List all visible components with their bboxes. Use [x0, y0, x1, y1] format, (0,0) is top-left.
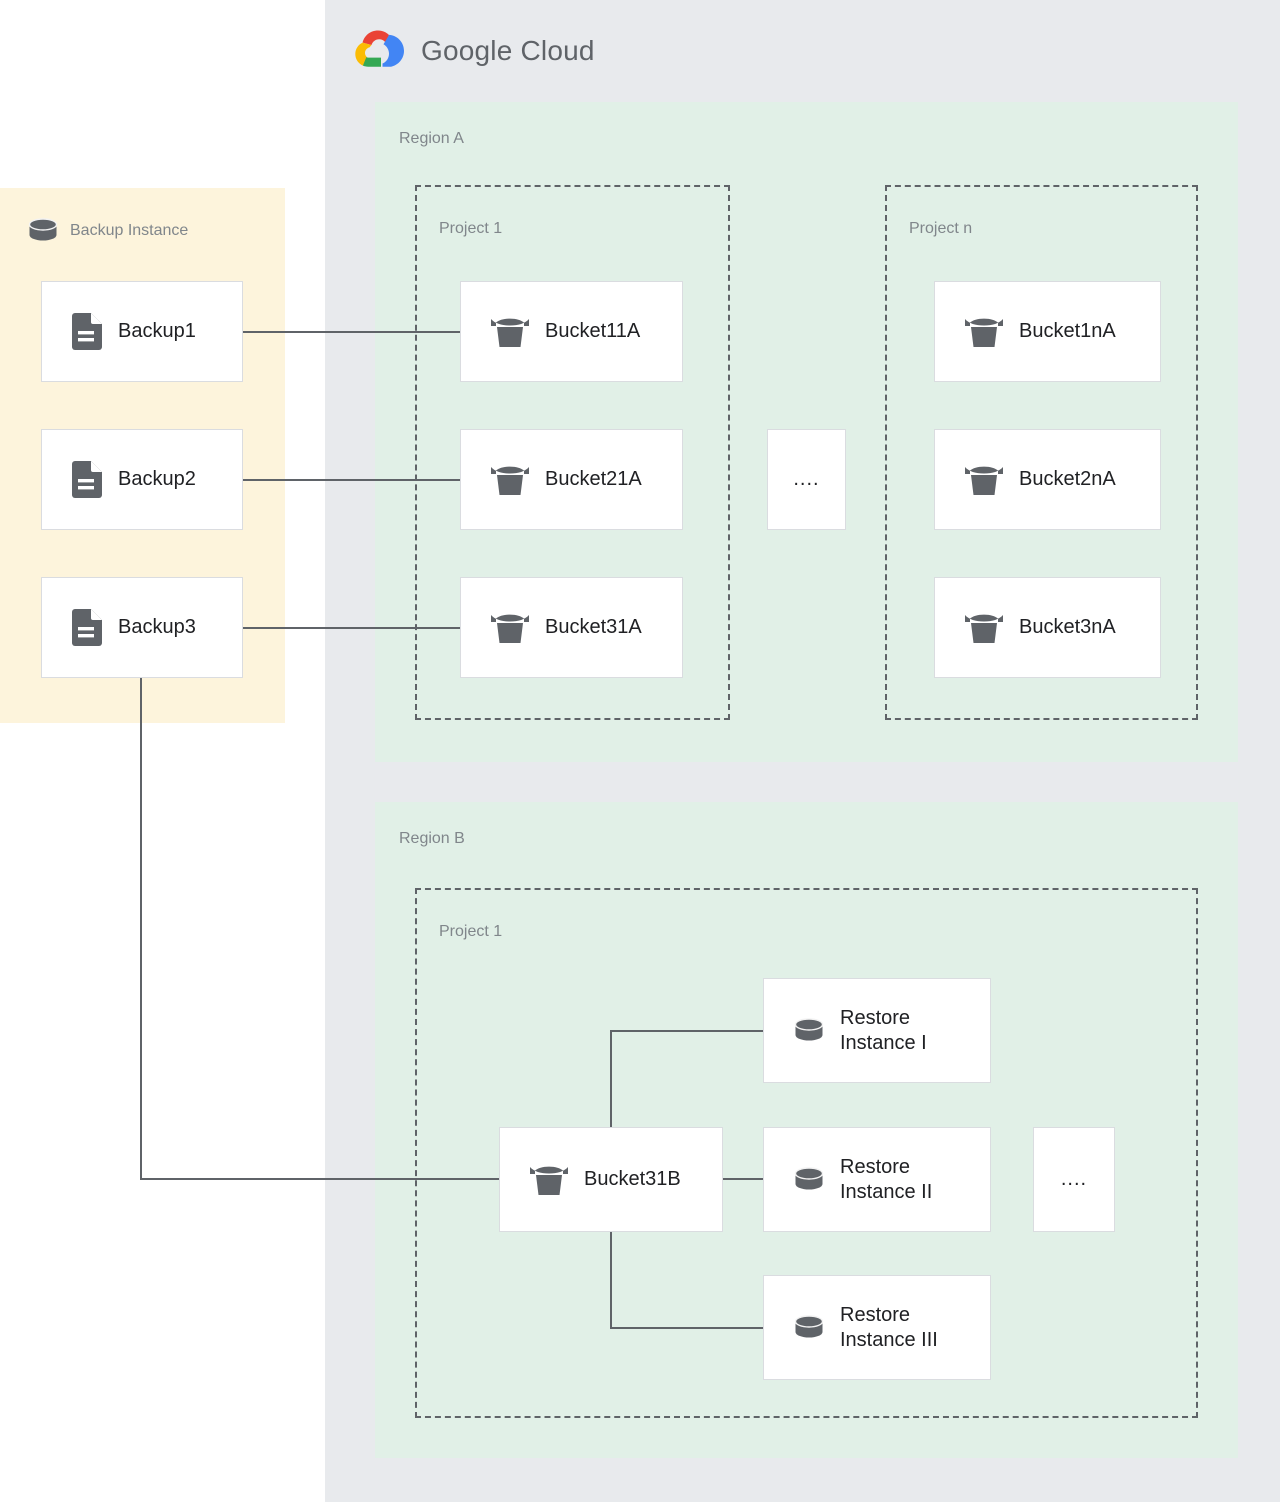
region-a-project-1: Project 1 [415, 185, 730, 720]
backup-card-label: Backup1 [118, 320, 196, 342]
bucket-card-bucket21a[interactable]: Bucket21A [460, 429, 683, 530]
connector-backup2-bucket21a [243, 479, 461, 481]
region-a-project-n-label: Project n [909, 220, 973, 237]
region-b-label: Region B [399, 830, 465, 847]
database-cylinder-icon [794, 1166, 824, 1189]
bucket-card-label: Bucket1nA [1019, 320, 1116, 342]
connector-bucket31b-restore1-vertical [610, 1030, 612, 1129]
brand-google: Google [421, 35, 513, 66]
storage-bucket-icon [491, 614, 529, 643]
storage-bucket-icon [491, 466, 529, 495]
storage-bucket-icon [965, 614, 1003, 643]
restore-instance-card-i[interactable]: Restore Instance I [763, 978, 991, 1083]
bucket-card-label: Bucket2nA [1019, 468, 1116, 490]
storage-bucket-icon [965, 318, 1003, 347]
database-cylinder-icon [794, 1017, 824, 1040]
bucket-card-bucket31a[interactable]: Bucket31A [460, 577, 683, 678]
document-icon [72, 461, 102, 498]
bucket-card-label: Bucket31B [584, 1168, 681, 1190]
bucket-card-bucket3na[interactable]: Bucket3nA [934, 577, 1161, 678]
restore-instance-card-iii[interactable]: Restore Instance III [763, 1275, 991, 1380]
bucket-card-label: Bucket21A [545, 468, 642, 490]
brand-cloud: Cloud [520, 35, 595, 66]
region-b-project-1: Project 1 [415, 888, 1198, 1418]
storage-bucket-icon [965, 466, 1003, 495]
storage-bucket-icon [530, 1166, 568, 1195]
connector-backup3-bucket31a [243, 627, 461, 629]
bucket-card-label: Bucket3nA [1019, 616, 1116, 638]
connector-bucket31b-restore3-horizontal [610, 1327, 765, 1329]
region-a-project-1-label: Project 1 [439, 220, 503, 237]
backup-card-backup3[interactable]: Backup3 [41, 577, 243, 678]
region-b-ellipsis-card: .... [1033, 1127, 1115, 1232]
google-cloud-logo-icon [355, 30, 404, 67]
connector-bucket31b-restore1-horizontal [610, 1030, 765, 1032]
region-a-label: Region A [399, 130, 464, 147]
backup-card-backup1[interactable]: Backup1 [41, 281, 243, 382]
bucket-card-bucket1na[interactable]: Bucket1nA [934, 281, 1161, 382]
bucket-card-label: Bucket11A [545, 320, 641, 342]
region-a-project-n: Project n [885, 185, 1198, 720]
restore-instance-card-ii[interactable]: Restore Instance II [763, 1127, 991, 1232]
backup-instance-label: Backup Instance [70, 222, 189, 239]
document-icon [72, 609, 102, 646]
ellipsis-label: .... [793, 468, 820, 490]
bucket-card-bucket11a[interactable]: Bucket11A [460, 281, 683, 382]
restore-instance-label: Restore Instance III [840, 1303, 938, 1351]
bucket-card-bucket31b[interactable]: Bucket31B [499, 1127, 723, 1232]
region-b-project-1-label: Project 1 [439, 923, 503, 940]
storage-bucket-icon [491, 318, 529, 347]
backup-instance-header: Backup Instance [28, 218, 188, 244]
bucket-card-bucket2na[interactable]: Bucket2nA [934, 429, 1161, 530]
connector-backup3-bucket31b-vertical [140, 678, 142, 1180]
connector-backup1-bucket11a [243, 331, 461, 333]
region-a-ellipsis-card: .... [767, 429, 846, 530]
google-cloud-brand-text: Google Cloud [421, 35, 595, 67]
restore-instance-label: Restore Instance I [840, 1006, 927, 1054]
database-cylinder-icon [28, 218, 58, 241]
backup-card-label: Backup3 [118, 616, 196, 638]
backup-card-label: Backup2 [118, 468, 196, 490]
connector-bucket31b-restore2 [722, 1178, 765, 1180]
database-cylinder-icon [794, 1314, 824, 1337]
document-icon [72, 313, 102, 350]
connector-bucket31b-restore3-vertical [610, 1231, 612, 1329]
ellipsis-label: .... [1060, 1168, 1088, 1190]
google-cloud-branding: Google Cloud [355, 30, 595, 72]
restore-instance-label: Restore Instance II [840, 1155, 933, 1203]
connector-backup3-bucket31b-horizontal [140, 1178, 501, 1180]
backup-card-backup2[interactable]: Backup2 [41, 429, 243, 530]
bucket-card-label: Bucket31A [545, 616, 642, 638]
